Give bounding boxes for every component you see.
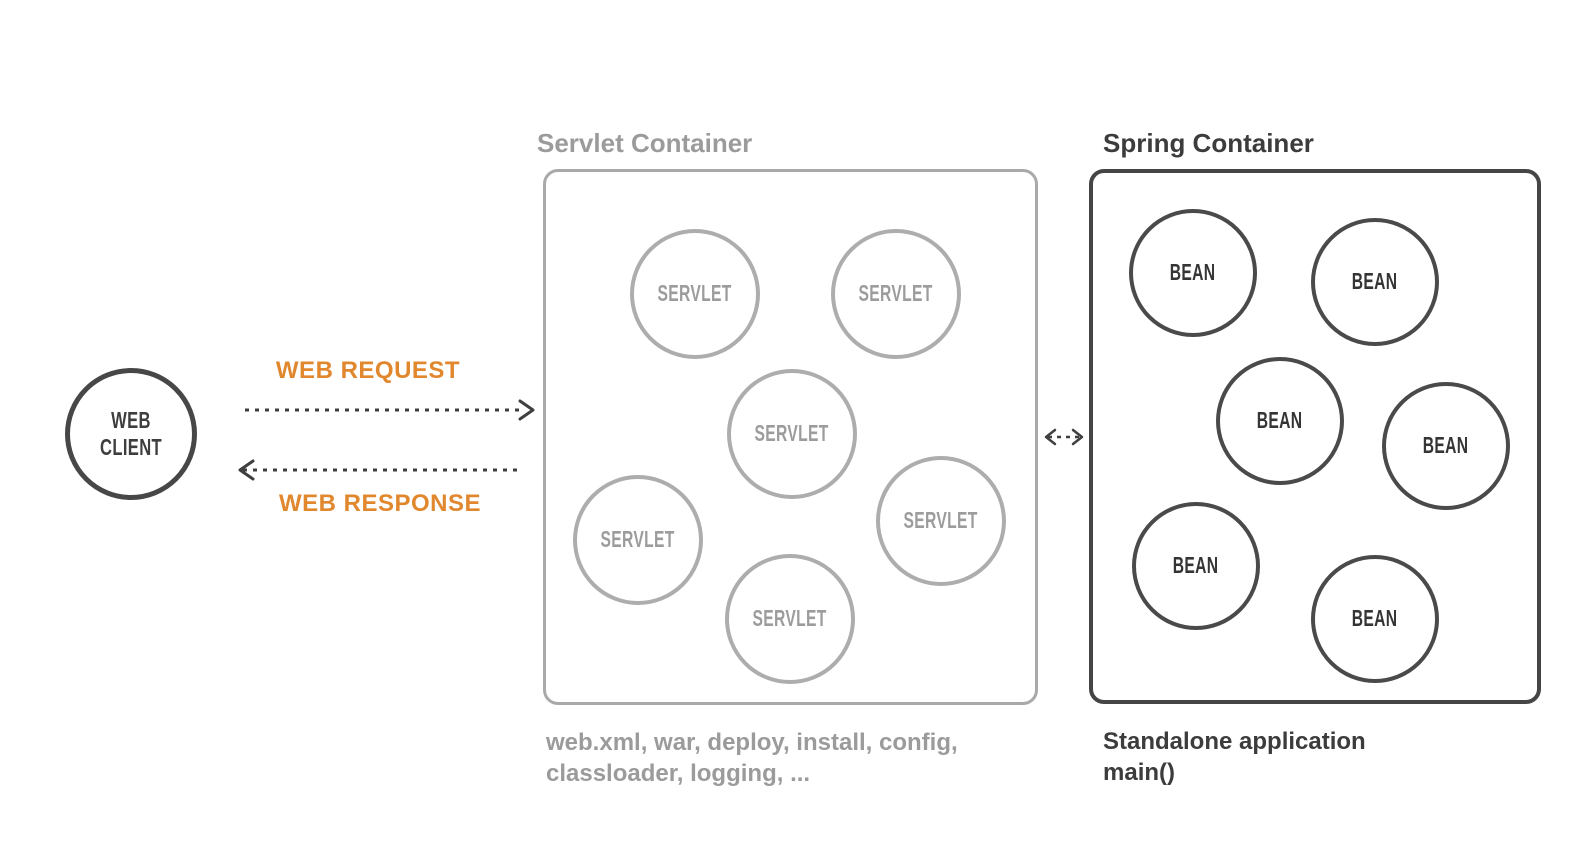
bean-node-label: BEAN xyxy=(1352,605,1398,632)
servlet-node-label: SERVLET xyxy=(600,526,676,553)
servlet-node: SERVLET xyxy=(725,554,855,684)
servlet-node-label: SERVLET xyxy=(858,280,934,307)
bean-node: BEAN xyxy=(1382,382,1510,510)
servlet-node-label: SERVLET xyxy=(657,280,733,307)
servlet-node: SERVLET xyxy=(573,475,703,605)
servlet-node: SERVLET xyxy=(630,229,760,359)
servlet-node: SERVLET xyxy=(831,229,961,359)
bean-node-label: BEAN xyxy=(1257,407,1303,434)
container-link-arrow xyxy=(1044,428,1084,446)
web-request-label: WEB REQUEST xyxy=(275,357,461,384)
web-response-arrow xyxy=(238,459,521,481)
spring-container-title: Spring Container xyxy=(1103,128,1314,158)
servlet-container-caption: web.xml, war, deploy, install, config, c… xyxy=(546,729,958,787)
spring-container-caption: Standalone application main() xyxy=(1103,728,1366,786)
bean-node-label: BEAN xyxy=(1173,552,1219,579)
servlet-container-title: Servlet Container xyxy=(537,128,753,158)
servlet-node: SERVLET xyxy=(727,369,857,499)
web-response-label: WEB RESPONSE xyxy=(278,490,482,517)
servlet-node-label: SERVLET xyxy=(752,605,828,632)
web-client-label: WEB CLIENT xyxy=(100,406,162,460)
servlet-node: SERVLET xyxy=(876,456,1006,586)
bean-node: BEAN xyxy=(1216,357,1344,485)
bean-node: BEAN xyxy=(1129,209,1257,337)
web-request-arrow xyxy=(245,399,535,421)
bean-node: BEAN xyxy=(1132,502,1260,630)
servlet-node-label: SERVLET xyxy=(903,507,979,534)
bean-node-label: BEAN xyxy=(1352,268,1398,295)
servlet-node-label: SERVLET xyxy=(754,420,830,447)
web-client-node: WEB CLIENT xyxy=(65,368,197,500)
bean-node: BEAN xyxy=(1311,555,1439,683)
bean-node: BEAN xyxy=(1311,218,1439,346)
bean-node-label: BEAN xyxy=(1170,259,1216,286)
bean-node-label: BEAN xyxy=(1423,432,1469,459)
